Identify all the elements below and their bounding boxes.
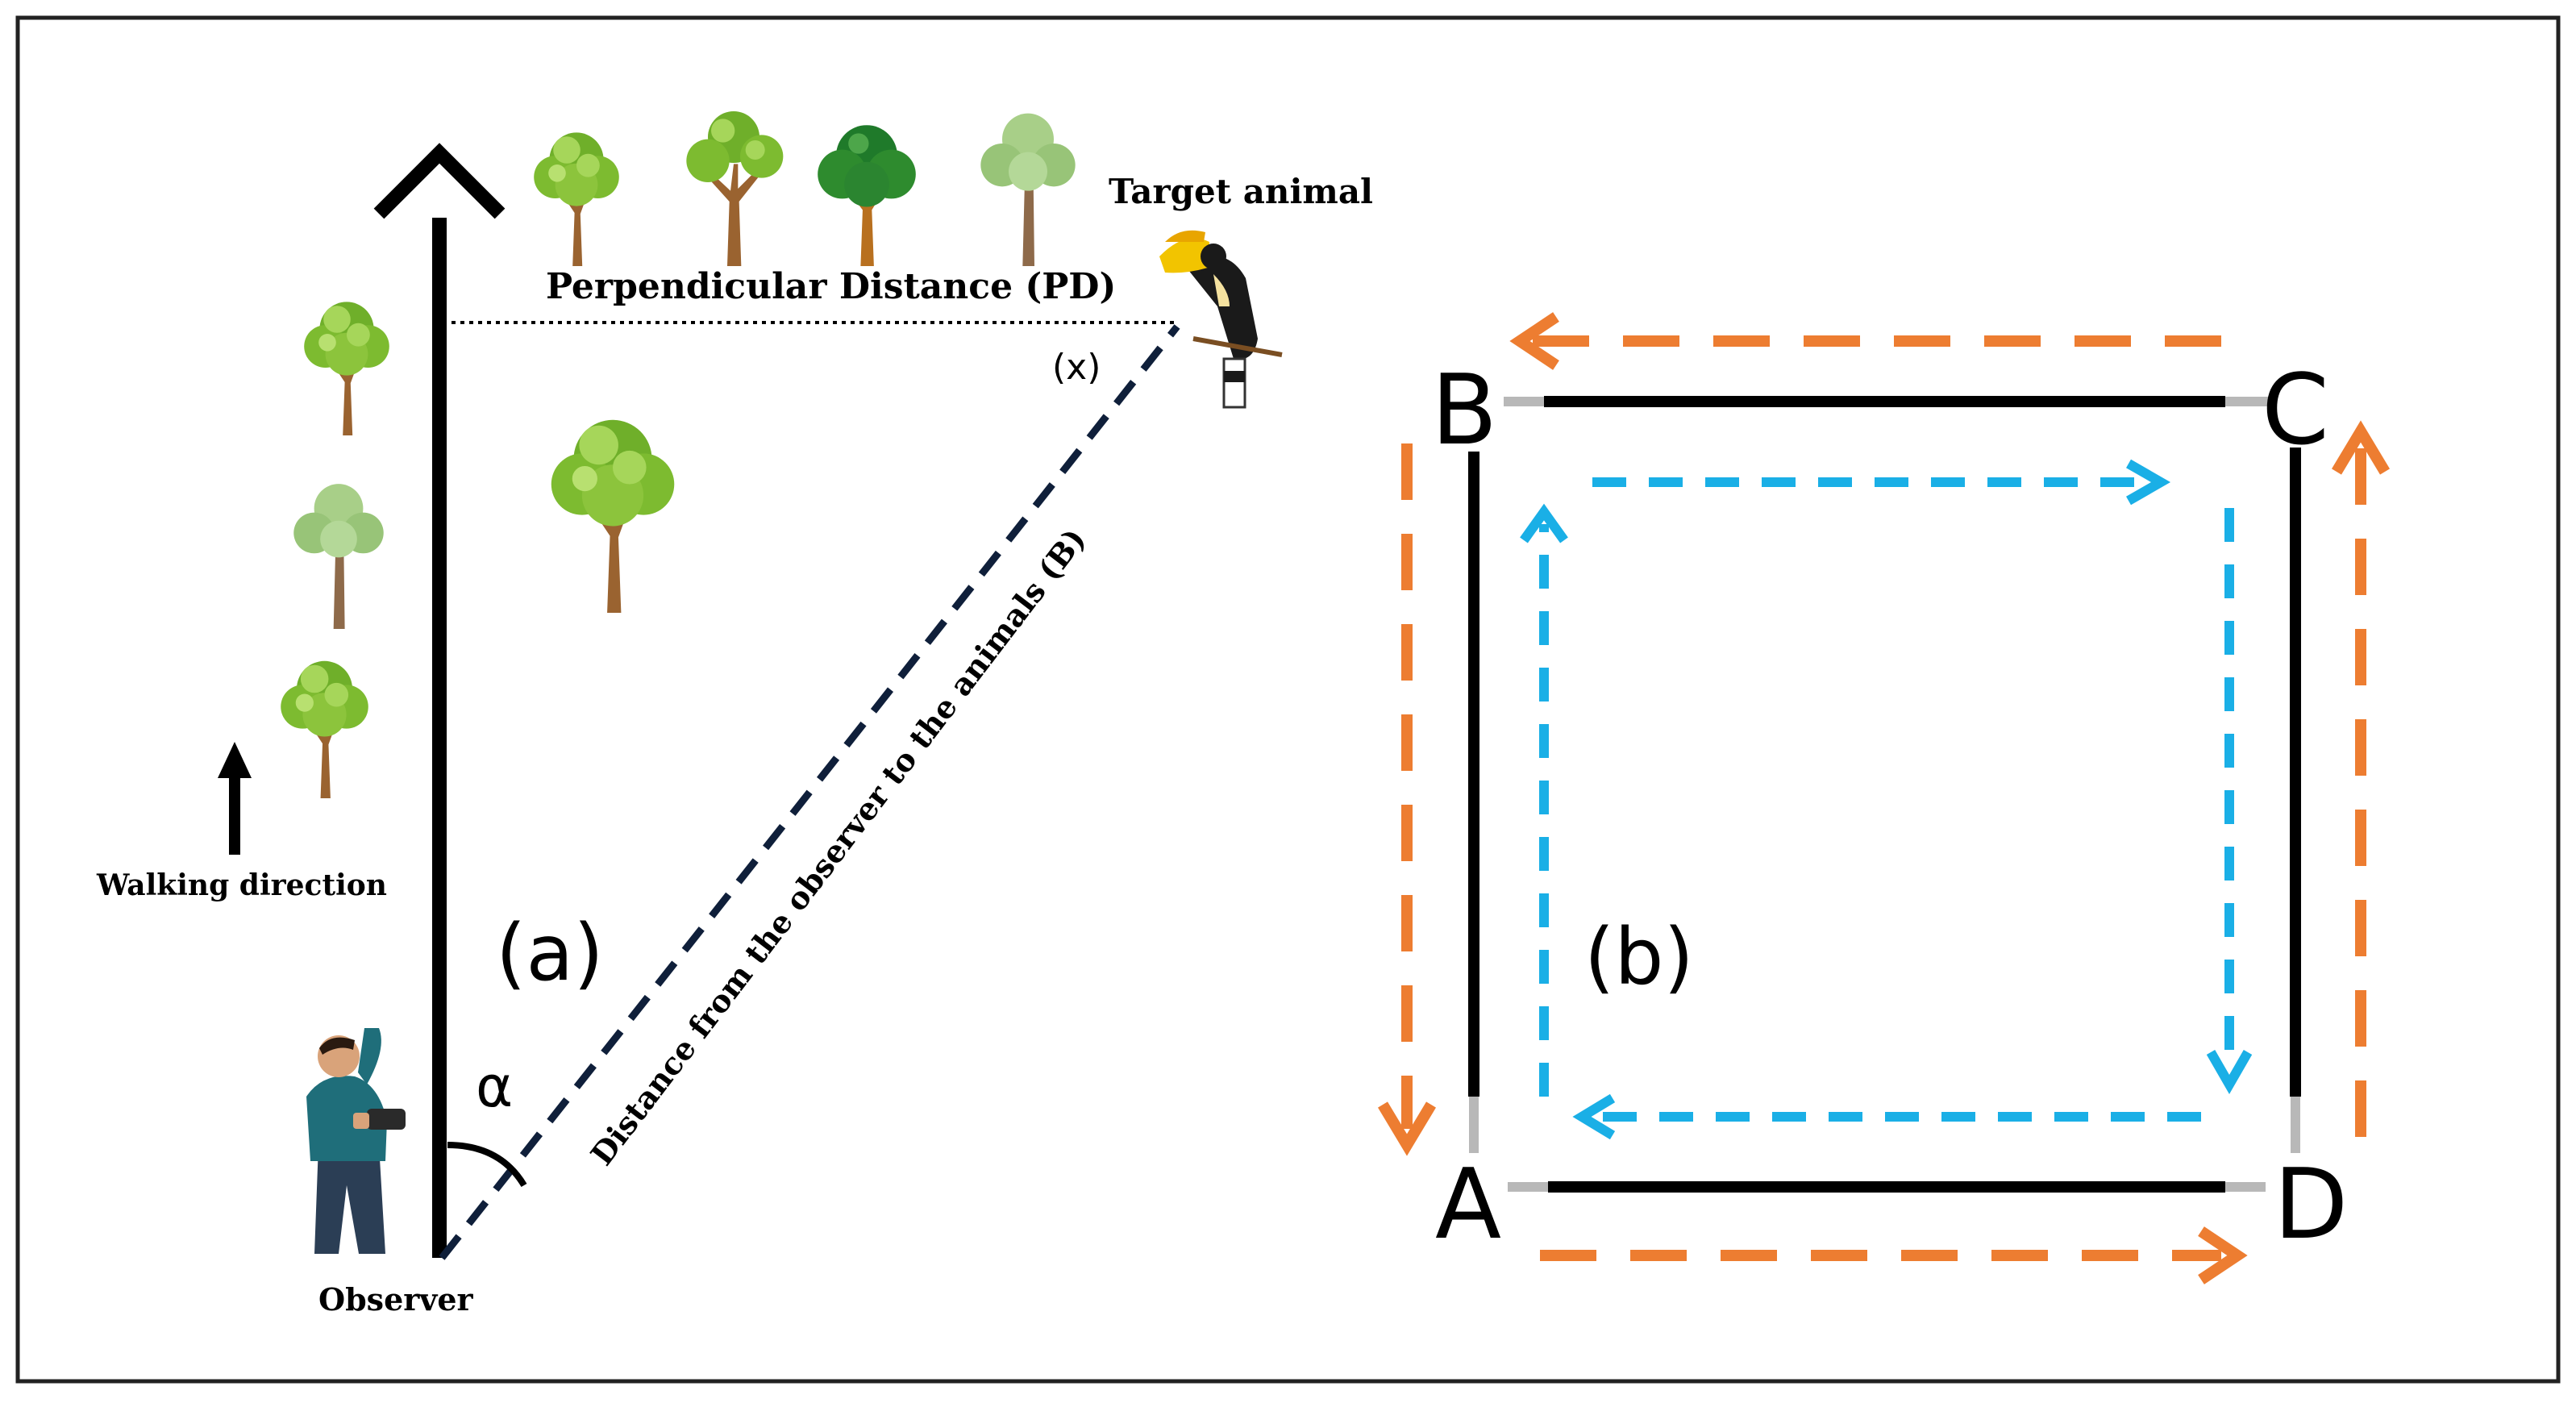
target-animal-label: Target animal [1109,172,1373,211]
sighting-distance-label: Distance from the observer to the animal… [583,522,1092,1172]
hornbill-icon [1159,230,1283,409]
corner-c-label: C [2262,355,2329,467]
tree-icon [534,132,619,266]
tree-icon [281,660,368,798]
tree-icon [304,302,389,435]
tree-icon [980,113,1076,266]
angle-x-label: (x) [1052,347,1101,388]
corner-connectors [1469,397,2300,1192]
panel-a-label: (a) [496,908,604,998]
panel-b-label: (b) [1584,912,1694,1002]
corner-a-label: A [1435,1149,1501,1261]
observer-person-icon [306,1028,406,1254]
corner-b-label: B [1431,355,1497,467]
angle-arc [447,1142,527,1188]
tree-icon [293,484,384,629]
perpendicular-distance-label: Perpendicular Distance (PD) [546,266,1116,307]
tree-icon [818,125,916,266]
observer-label: Observer [318,1281,474,1318]
transect-arrowhead [373,143,506,219]
panel-b: B C A D (b) [1377,312,2391,1284]
tree-icon [686,111,784,266]
tree-icon [551,419,675,613]
figure-border [15,15,2561,1384]
walking-arrow-icon [218,742,252,855]
panel-a: Target animal Perpendicular Distance (PD… [96,111,1373,1318]
walking-direction-label: Walking direction [96,868,387,902]
outer-route [1377,312,2391,1284]
corner-d-label: D [2274,1149,2348,1261]
alpha-label: α [476,1054,513,1120]
inner-route [1520,459,2253,1140]
sighting-distance-line [439,324,1180,1260]
